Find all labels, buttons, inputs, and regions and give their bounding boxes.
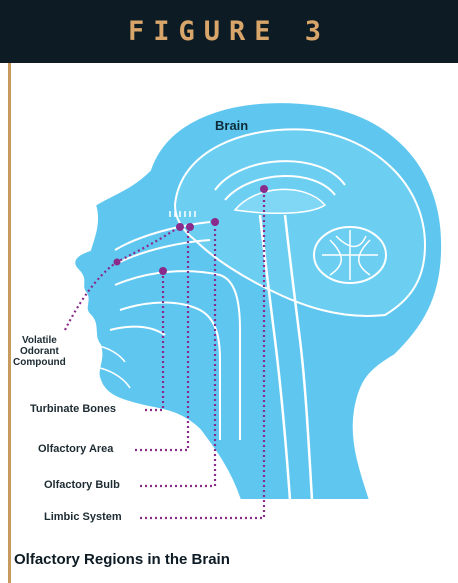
olfactory-area-dot-2 — [186, 223, 194, 231]
olfactory-bulb-dot — [211, 218, 219, 226]
nasal-entry-dot — [114, 259, 121, 266]
limbic-dot — [260, 185, 268, 193]
cerebellum — [314, 227, 386, 283]
turbinate-dot — [159, 267, 167, 275]
olfactory-area-dot-1 — [176, 223, 184, 231]
brain-label: Brain — [215, 118, 248, 133]
olfactory-area-label: Olfactory Area — [38, 443, 113, 455]
figure-caption: Olfactory Regions in the Brain — [14, 551, 230, 568]
volatile-line-3: Compound — [13, 357, 66, 368]
volatile-line-1: Volatile — [13, 335, 66, 346]
volatile-line-2: Odorant — [13, 346, 66, 357]
limbic-system-label: Limbic System — [44, 511, 122, 523]
volatile-odorant-label: Volatile Odorant Compound — [13, 335, 66, 368]
turbinate-bones-label: Turbinate Bones — [30, 403, 116, 415]
olfactory-bulb-label: Olfactory Bulb — [44, 479, 120, 491]
